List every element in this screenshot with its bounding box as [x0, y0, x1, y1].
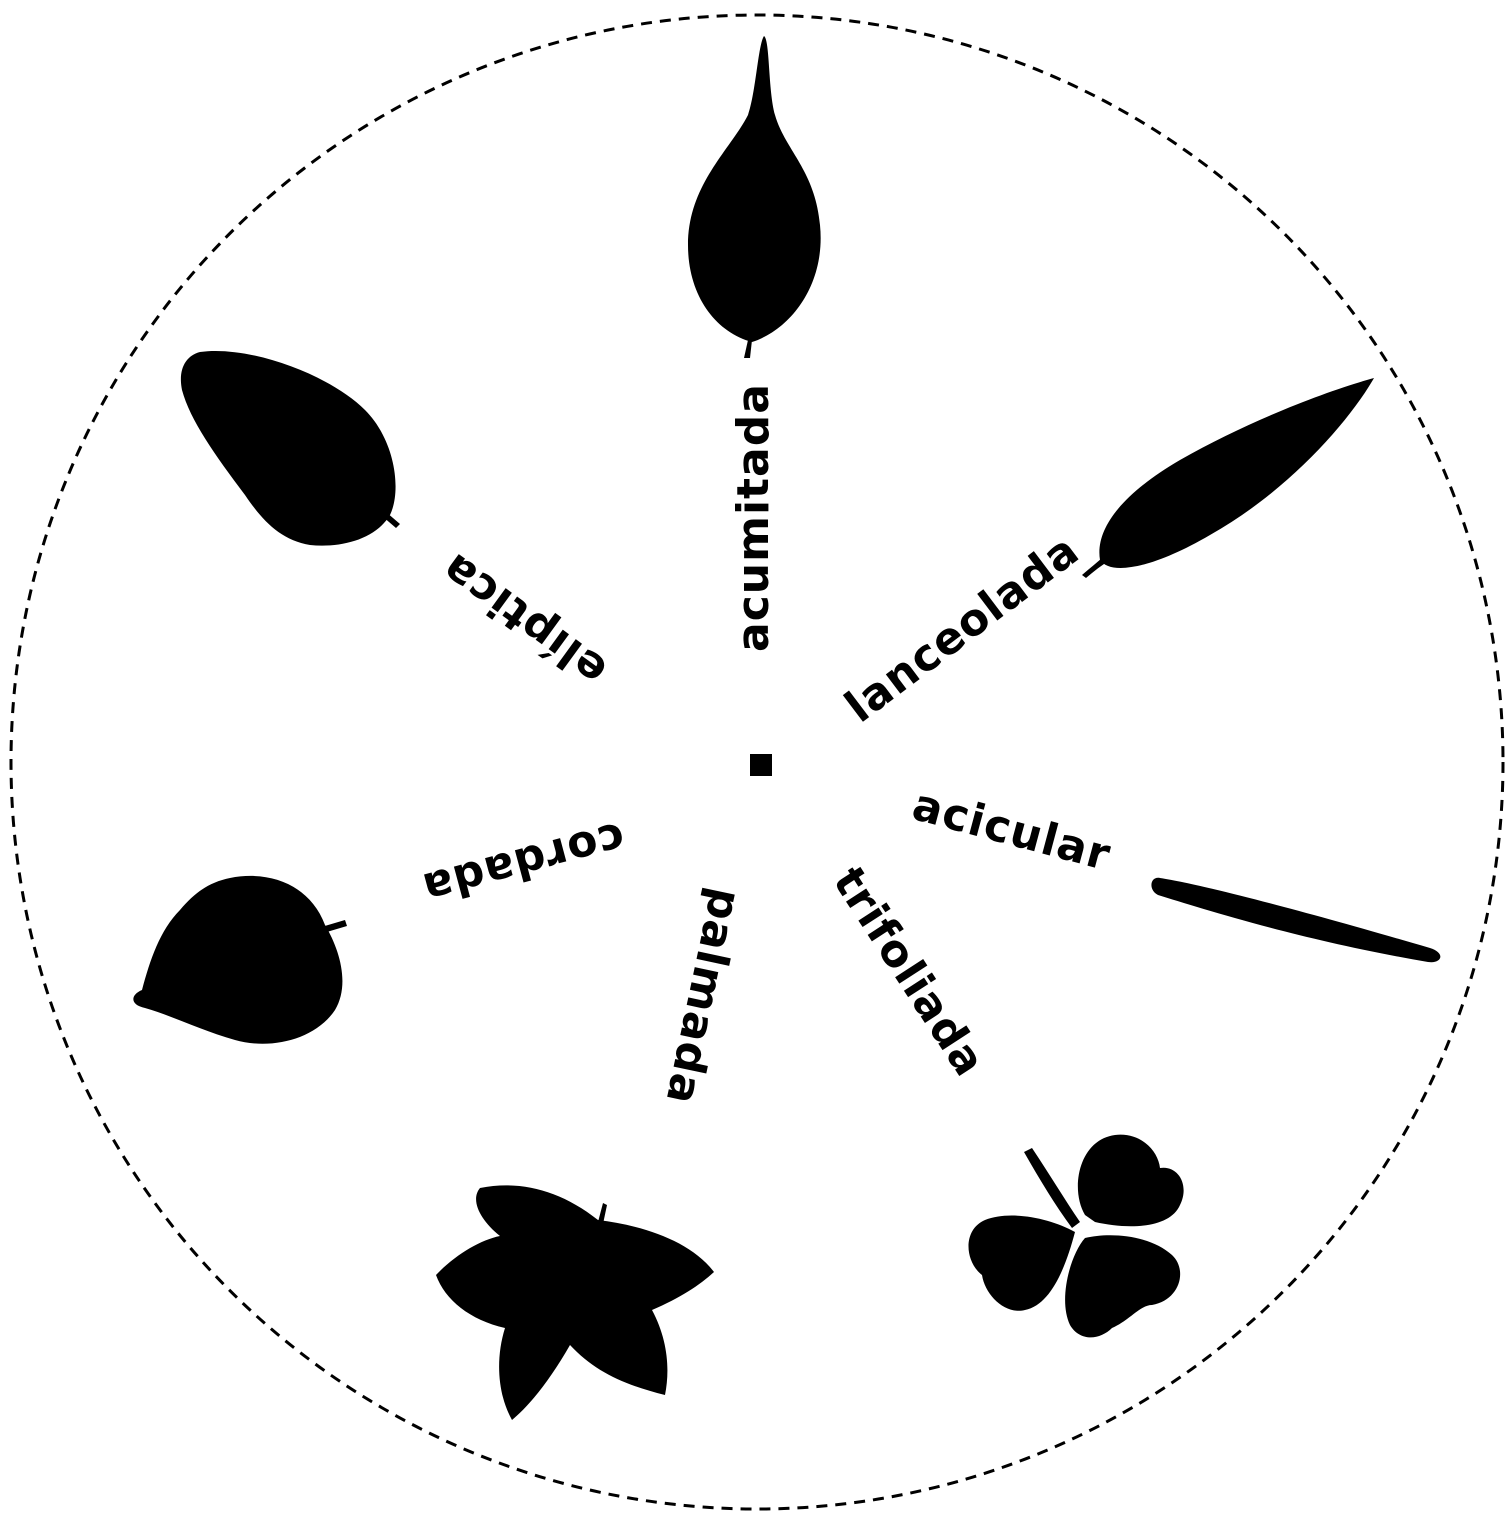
label-eliptica: elíptica [432, 543, 617, 697]
needle-leaf-icon [1151, 878, 1440, 962]
label-acumitada: acumitada [728, 383, 779, 652]
label-palmada: palmada [655, 884, 751, 1110]
label-lanceolada: lanceolada [836, 525, 1089, 733]
center-marker [750, 754, 772, 776]
label-cordada: cordada [417, 811, 631, 914]
lanceolate-leaf-icon [1082, 378, 1374, 578]
label-trifoliada: trifoliada [823, 858, 996, 1086]
acuminate-leaf-icon [688, 36, 821, 358]
elliptic-leaf-icon [181, 351, 400, 546]
cordate-leaf-icon [133, 876, 347, 1044]
palmate-leaf-icon [436, 1185, 714, 1420]
trifoliate-leaf-icon [969, 1135, 1184, 1338]
label-acicular: acicular [907, 779, 1116, 881]
